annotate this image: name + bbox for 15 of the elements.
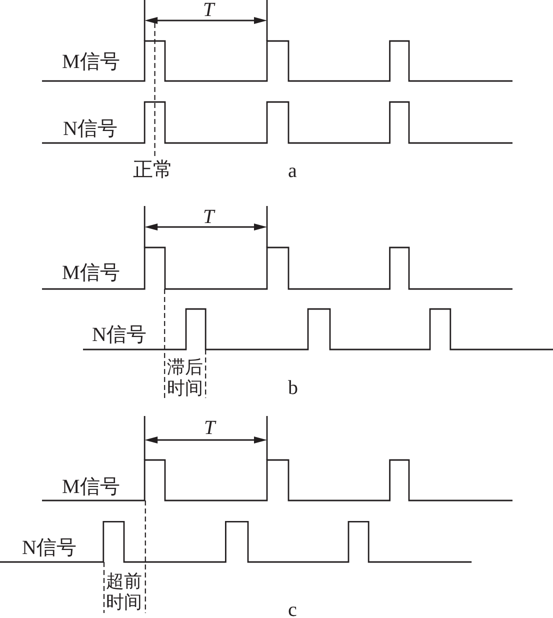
lag-time-label: 滞后时间 — [167, 357, 204, 399]
panel-label: c — [288, 602, 297, 618]
period-label: T — [203, 0, 214, 20]
signal-label: M信号 — [62, 52, 120, 72]
lead-time-label: 超前时间 — [106, 571, 143, 613]
signal-label: N信号 — [22, 538, 76, 558]
panel-label: b — [288, 378, 298, 398]
panel-label: a — [288, 161, 297, 181]
period-label: T — [203, 207, 214, 227]
signal-label: N信号 — [92, 325, 146, 345]
signal-label: N信号 — [63, 119, 118, 139]
signal-label: M信号 — [62, 477, 120, 497]
signal-label: M信号 — [62, 263, 120, 283]
status-label: 正常 — [133, 160, 173, 180]
period-label: T — [204, 418, 216, 438]
